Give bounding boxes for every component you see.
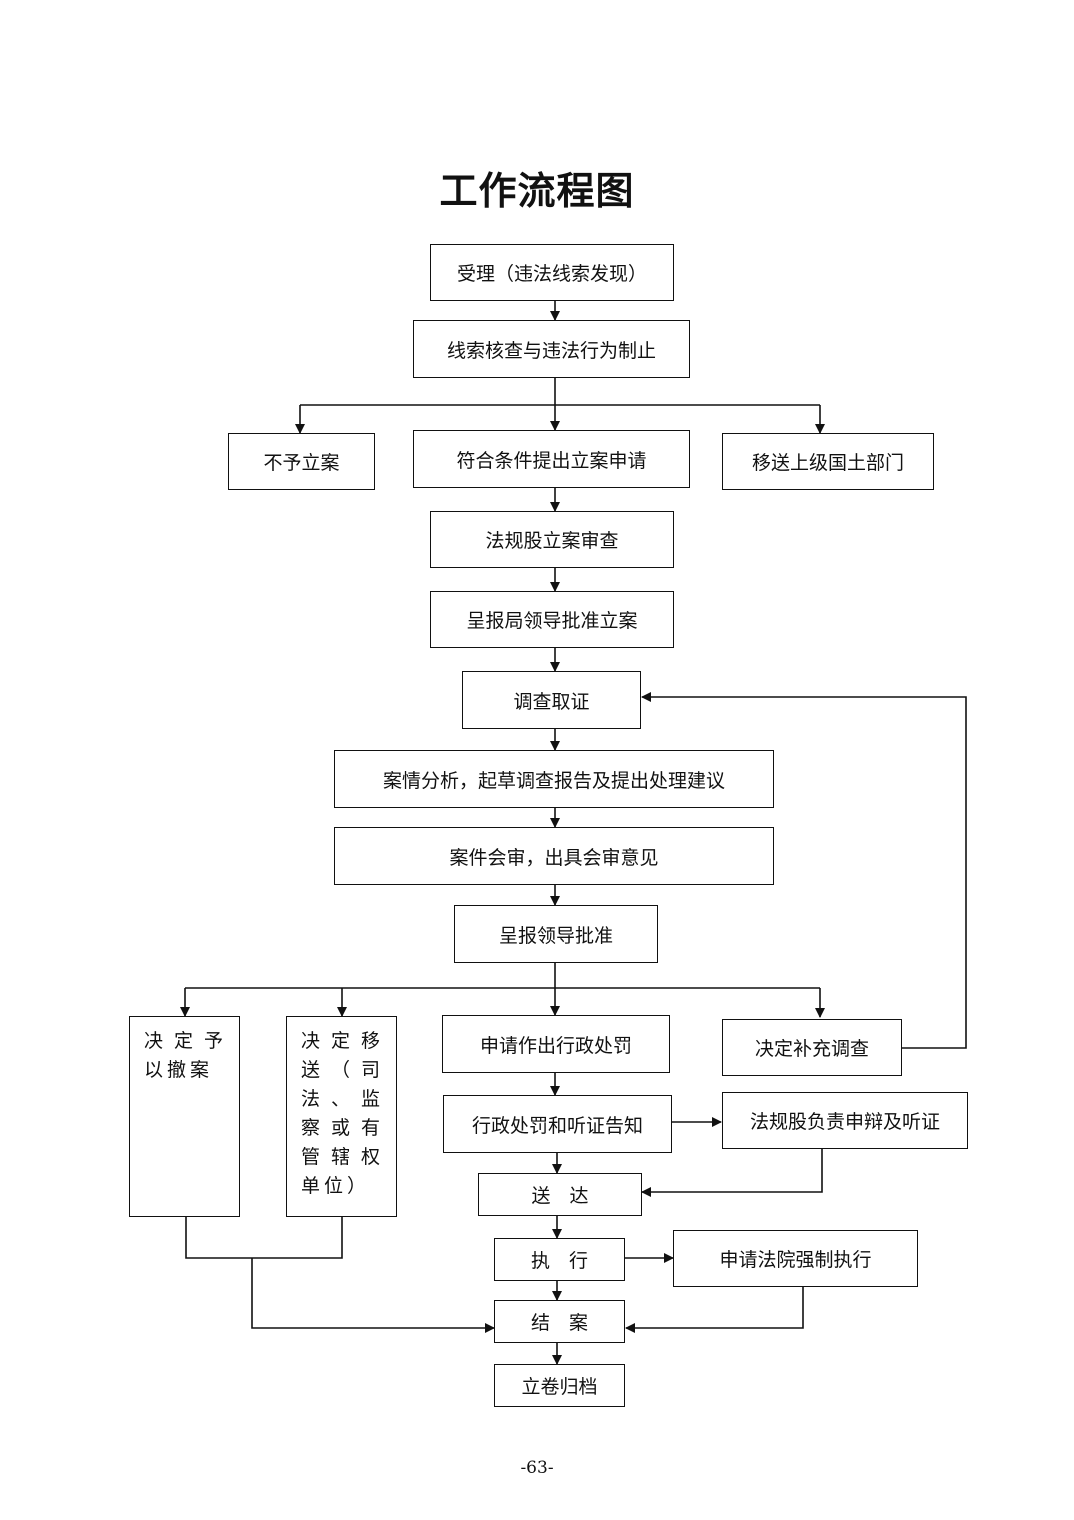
node-supplement: 决定补充调查 [722, 1019, 902, 1076]
node-execute: 执 行 [494, 1238, 625, 1281]
node-transfer-upper: 移送上级国土部门 [722, 433, 934, 490]
node-hearing: 法规股负责申辩及听证 [722, 1092, 968, 1149]
node-no-case: 不予立案 [228, 433, 375, 490]
node-verify: 线索核查与违法行为制止 [413, 320, 690, 378]
node-legal-review: 法规股立案审查 [430, 511, 674, 568]
page-title: 工作流程图 [439, 168, 635, 213]
loop-supplement-investigate [641, 692, 967, 1049]
node-deliver: 送 达 [478, 1173, 642, 1216]
node-court-enforce: 申请法院强制执行 [673, 1230, 918, 1287]
node-apply-penalty: 申请作出行政处罚 [442, 1015, 670, 1073]
node-report-approve-case: 呈报局领导批准立案 [430, 591, 674, 648]
node-withdraw: 决定予以撤案 [129, 1016, 240, 1217]
node-investigate: 调查取证 [462, 671, 641, 729]
page-number: -63- [520, 1458, 554, 1478]
node-accept: 受理（违法线索发现） [430, 244, 674, 301]
node-archive: 立卷归档 [494, 1364, 625, 1407]
node-transfer-other: 决定移送（司法、监察或有管辖权单位） [286, 1016, 397, 1217]
node-close-case: 结 案 [494, 1300, 625, 1343]
node-apply-case: 符合条件提出立案申请 [413, 430, 690, 488]
node-analysis: 案情分析，起草调查报告及提出处理建议 [334, 750, 774, 808]
node-report-approve: 呈报领导批准 [454, 905, 658, 963]
node-notify: 行政处罚和听证告知 [443, 1095, 672, 1153]
node-case-review: 案件会审，出具会审意见 [334, 827, 774, 885]
